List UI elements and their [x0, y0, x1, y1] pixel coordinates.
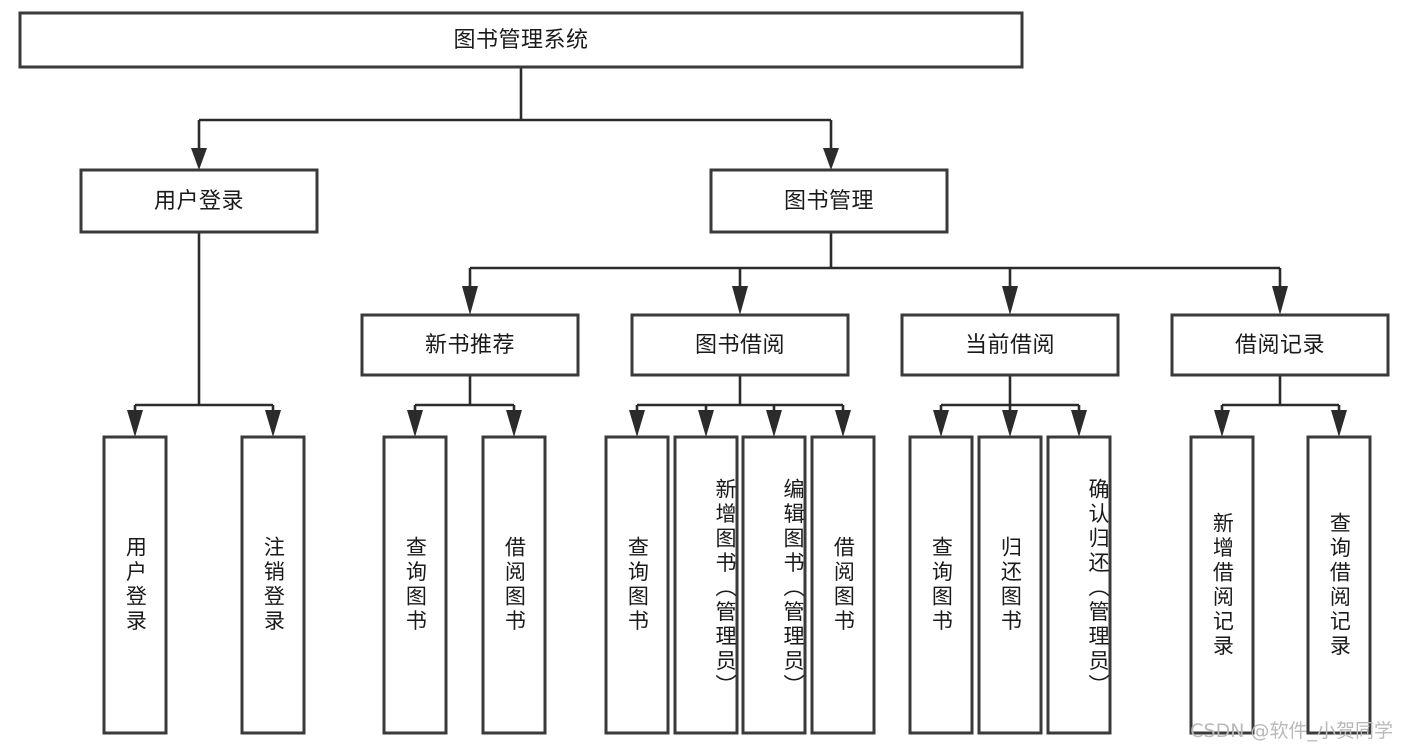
arrow-head-book-manage: [823, 148, 839, 170]
arrow-head-leaf-u1: [127, 410, 143, 437]
arrow-head-leaf-u2: [265, 410, 281, 437]
leaf-box-borrow-record-2[interactable]: [1306, 435, 1372, 735]
arrow-head-leaf-c3: [1071, 410, 1087, 437]
arrow-head-user-login: [191, 148, 207, 170]
leaf-box-book-borrow-4[interactable]: [810, 435, 876, 735]
node-book-borrow-label: 图书借阅: [695, 333, 785, 358]
arrow-head-leaf-n1: [407, 410, 423, 437]
node-book-borrow-box[interactable]: [630, 313, 850, 377]
csdn-watermark: CSDN @软件_小贺同学: [1190, 720, 1393, 742]
leaf-box-current-borrow-1[interactable]: [908, 435, 974, 735]
arrow-head-leaf-b2: [698, 410, 714, 437]
arrow-head-leaf-b1: [629, 410, 645, 437]
node-user-login-box[interactable]: [79, 168, 319, 234]
node-user-login-label: 用户登录: [154, 189, 244, 214]
leaf-box-user-login-2[interactable]: [240, 435, 306, 735]
node-current-borrow[interactable]: 当前借阅: [900, 313, 1120, 377]
connector-group-user-login: [127, 232, 281, 437]
node-new-book-recommend[interactable]: 新书推荐: [360, 313, 580, 377]
arrow-head-leaf-b3: [766, 410, 782, 437]
node-borrow-record-label: 借阅记录: [1235, 333, 1325, 358]
node-book-manage[interactable]: 图书管理: [709, 168, 949, 234]
node-new-book-recommend-label: 新书推荐: [425, 333, 515, 358]
leaf-box-book-borrow-2[interactable]: [673, 435, 739, 735]
node-borrow-record[interactable]: 借阅记录: [1170, 313, 1390, 377]
leaf-box-book-borrow-1[interactable]: [604, 435, 670, 735]
node-root-system[interactable]: 图书管理系统: [18, 11, 1024, 69]
node-root-system-box[interactable]: [18, 11, 1024, 69]
arrow-head-leaf-b4: [835, 410, 851, 437]
connector-group-book-borrow: [629, 375, 851, 437]
arrow-head-leaf-c2: [1002, 410, 1018, 437]
connector-group-borrow-record: [1214, 375, 1347, 437]
node-book-manage-label: 图书管理: [784, 189, 874, 214]
leaf-box-user-login-1[interactable]: [102, 435, 168, 735]
node-current-borrow-box[interactable]: [900, 313, 1120, 377]
node-current-borrow-label: 当前借阅: [965, 333, 1055, 358]
arrow-head-current-borrow: [1002, 286, 1018, 315]
node-root-system-label: 图书管理系统: [453, 28, 588, 53]
connector-group-new-book: [407, 375, 522, 437]
connector-group-book-manage: [462, 232, 1288, 315]
leaf-box-current-borrow-2[interactable]: [977, 435, 1043, 735]
arrow-head-new-book: [462, 286, 478, 315]
leaf-box-new-book-2[interactable]: [481, 435, 547, 735]
node-borrow-record-box[interactable]: [1170, 313, 1390, 377]
arrow-head-leaf-r2: [1331, 410, 1347, 437]
leaf-box-current-borrow-3[interactable]: [1046, 435, 1112, 735]
leaf-box-borrow-record-1[interactable]: [1189, 435, 1255, 735]
node-new-book-recommend-box[interactable]: [360, 313, 580, 377]
arrow-head-leaf-n2: [506, 410, 522, 437]
arrow-head-book-borrow: [732, 286, 748, 315]
leaf-box-new-book-1[interactable]: [382, 435, 448, 735]
arrow-head-leaf-r1: [1214, 410, 1230, 437]
connector-group-root: [191, 67, 839, 170]
node-book-borrow[interactable]: 图书借阅: [630, 313, 850, 377]
node-book-manage-box[interactable]: [709, 168, 949, 234]
arrow-head-borrow-record: [1272, 286, 1288, 315]
connector-group-current-borrow: [933, 375, 1087, 437]
arrow-head-leaf-c1: [933, 410, 949, 437]
leaf-box-book-borrow-3[interactable]: [741, 435, 807, 735]
node-user-login[interactable]: 用户登录: [79, 168, 319, 234]
